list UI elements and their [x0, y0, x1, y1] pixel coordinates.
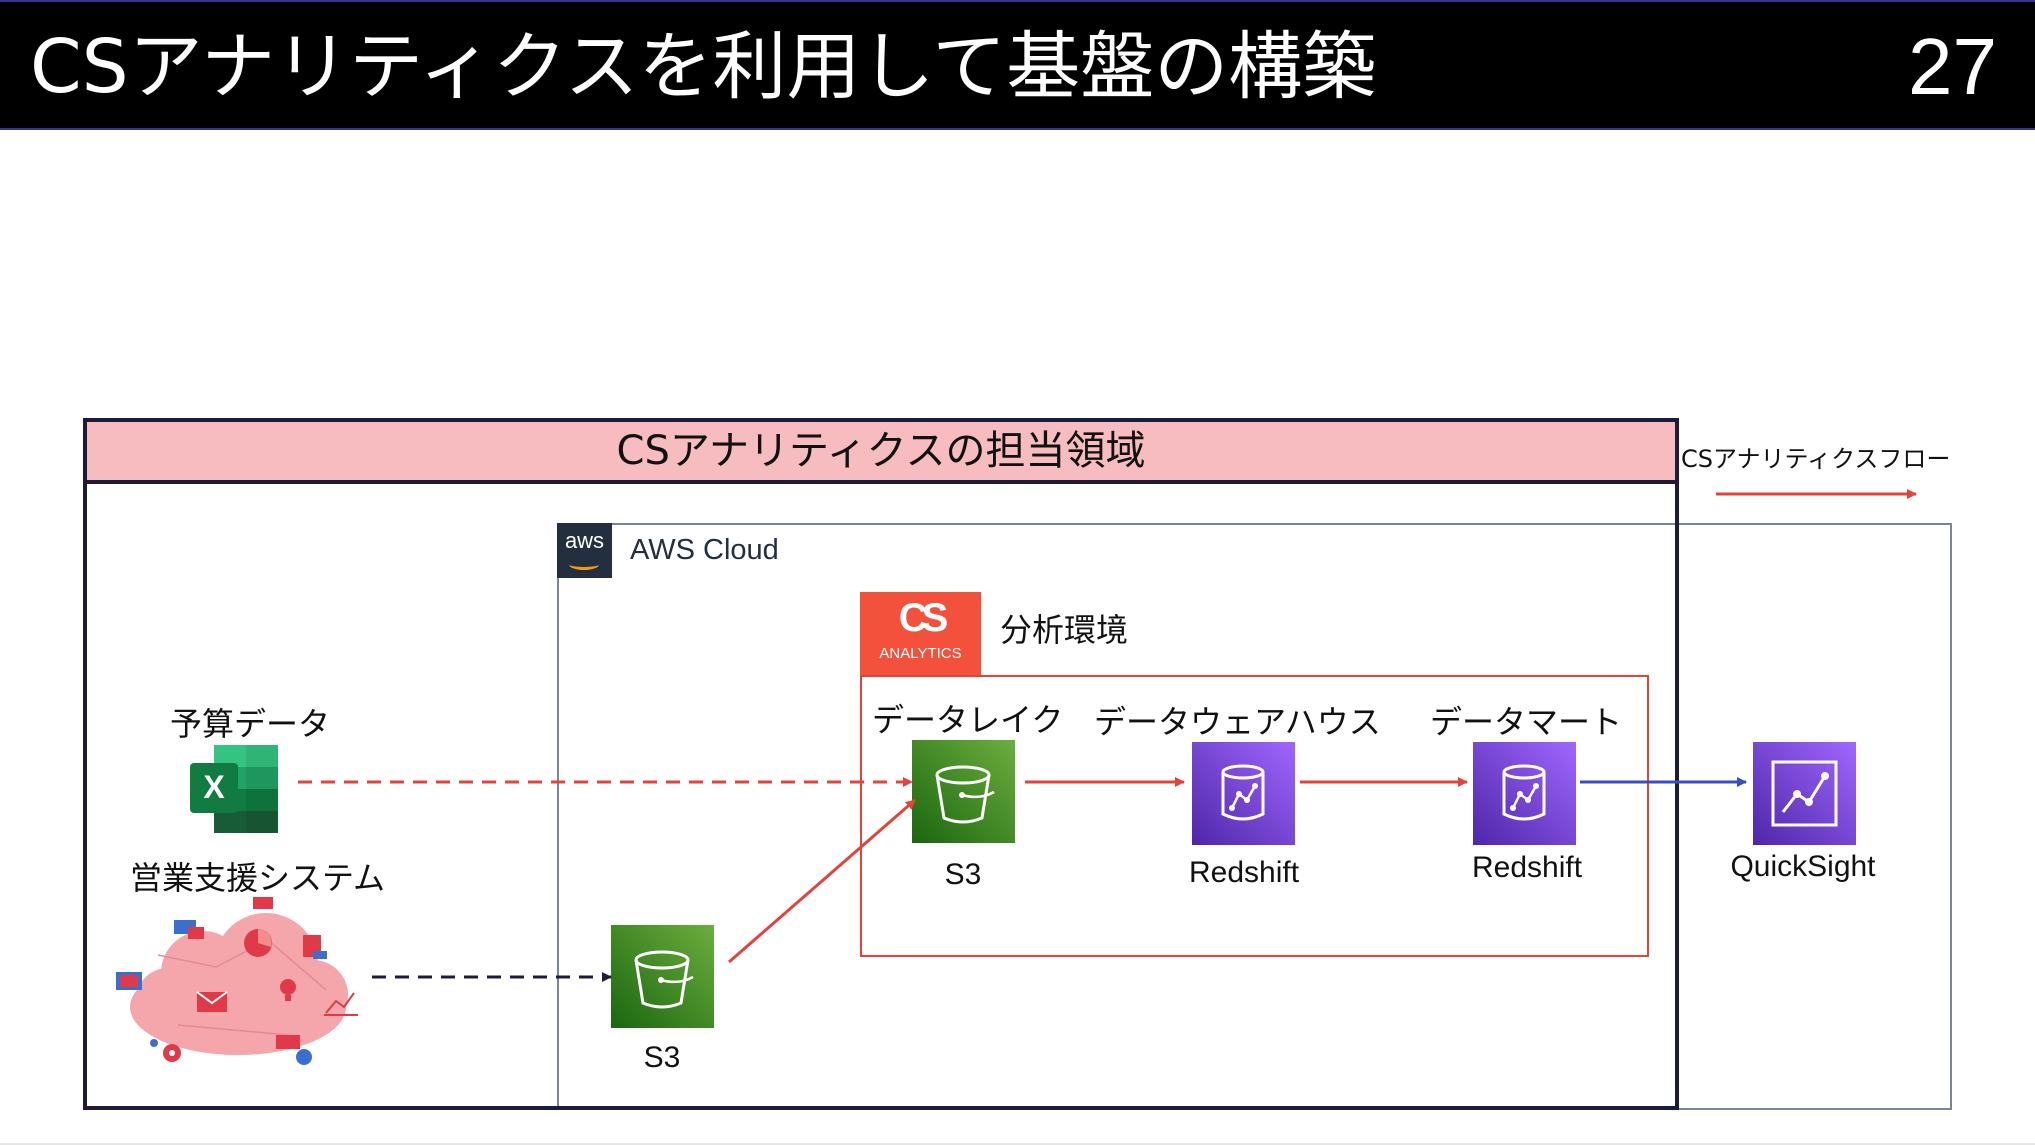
aws-smile-mark: [569, 559, 599, 570]
aws-logo-icon: aws: [557, 523, 612, 578]
sales-system-label: 営業支援システム: [130, 859, 386, 897]
data-mart-label: データマート: [1430, 703, 1623, 741]
analytics-logo-subtext: ANALYTICS: [879, 645, 962, 662]
aws-logo-text: aws: [564, 528, 605, 553]
cs-logo-text: CS: [898, 596, 949, 640]
s3-ingest-icon: [611, 925, 714, 1028]
analysis-environment-label: 分析環境: [1000, 611, 1129, 649]
footer-divider: [0, 1143, 2035, 1145]
sales-system-cloud-icon: [108, 895, 368, 1070]
redshift-dwh-label: Redshift: [1188, 856, 1300, 889]
legend-label: CSアナリティクスフロー: [1681, 445, 1951, 473]
s3-data-lake-label: S3: [944, 858, 982, 891]
redshift-mart-label: Redshift: [1471, 851, 1583, 884]
redshift-mart-icon: [1473, 742, 1576, 845]
s3-data-lake-icon: [912, 740, 1015, 843]
redshift-dwh-icon: [1192, 742, 1295, 845]
s3-ingest-label: S3: [643, 1041, 681, 1074]
excel-icon: X: [190, 745, 290, 833]
aws-cloud-label: AWS Cloud: [630, 534, 779, 566]
excel-letter: X: [203, 769, 225, 805]
cs-region-header: CSアナリティクスの担当領域: [83, 418, 1679, 484]
slide-title: CSアナリティクスを利用して基盤の構築: [30, 24, 1377, 110]
data-warehouse-label: データウェアハウス: [1094, 703, 1381, 741]
data-lake-label: データレイク: [872, 701, 1064, 739]
page-number: 27: [1908, 22, 1997, 111]
slide-header: CSアナリティクスを利用して基盤の構築 27: [0, 0, 2035, 130]
budget-data-label: 予算データ: [170, 705, 331, 743]
quicksight-label: QuickSight: [1730, 850, 1876, 883]
quicksight-icon: [1753, 742, 1856, 845]
cs-analytics-logo-icon: CS ANALYTICS: [860, 592, 981, 675]
